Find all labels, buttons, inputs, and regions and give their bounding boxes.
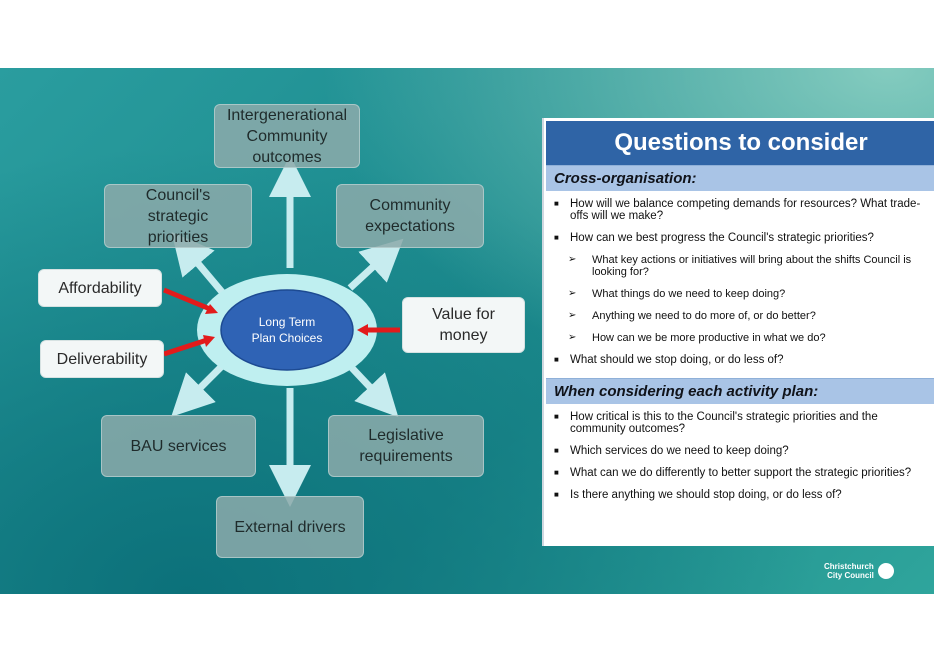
logo-text: Christchurch City Council (824, 562, 874, 580)
red-arrowhead-affordability (205, 304, 218, 314)
node-legislative: Legislative requirements (328, 415, 484, 477)
section-heading-activity-plan: When considering each activity plan: (546, 378, 934, 404)
list-item: ■Is there anything we should stop doing,… (554, 489, 842, 501)
list-subitem: ➢Anything we need to do more of, or do b… (568, 310, 816, 322)
list-item: ■What can we do differently to better su… (554, 467, 912, 479)
node-intergenerational: Intergenerational Community outcomes (214, 104, 360, 168)
cross-organisation-list: ■How will we balance competing demands f… (544, 191, 934, 378)
node-community-expectations: Community expectations (336, 184, 484, 248)
arrow-bullet-icon: ➢ (568, 332, 577, 343)
square-bullet-icon: ■ (554, 355, 559, 364)
square-bullet-icon: ■ (554, 446, 559, 455)
questions-panel: Questions to consider Cross-organisation… (542, 118, 934, 546)
node-value-for-money: Value for money (402, 297, 525, 353)
list-item: ■What should we stop doing, or do less o… (554, 354, 784, 366)
list-item: ■Which services do we need to keep doing… (554, 445, 789, 457)
arrow-up-left (171, 231, 225, 295)
panel-title: Questions to consider (546, 121, 934, 165)
node-strategic-priorities: Council's strategic priorities (104, 184, 252, 248)
red-arrow-affordability (163, 287, 211, 312)
node-external-drivers: External drivers (216, 496, 364, 558)
center-label: Long Term Plan Choices (251, 315, 323, 345)
list-subitem: ➢How can we be more productive in what w… (568, 332, 826, 344)
square-bullet-icon: ■ (554, 490, 559, 499)
activity-plan-list: ■How critical is this to the Council's s… (544, 404, 934, 513)
hub-core (220, 289, 354, 371)
node-bau-services: BAU services (101, 415, 256, 477)
square-bullet-icon: ■ (554, 233, 559, 242)
list-item: ■How critical is this to the Council's s… (554, 411, 878, 435)
list-subitem: ➢What things do we need to keep doing? (568, 288, 786, 300)
list-item: ■How can we best progress the Council's … (554, 232, 874, 244)
red-arrowhead-deliverability (203, 335, 215, 347)
red-arrowhead-value (357, 324, 368, 336)
slide: Long Term Plan Choices Intergenerational… (0, 68, 934, 594)
arrow-bullet-icon: ➢ (568, 310, 577, 321)
diagram-arrows (163, 155, 404, 507)
council-logo: Christchurch City Council (824, 560, 908, 582)
list-item: ■How will we balance competing demands f… (554, 198, 921, 222)
section-heading-cross-organisation: Cross-organisation: (546, 165, 934, 191)
square-bullet-icon: ■ (554, 412, 559, 421)
arrow-bullet-icon: ➢ (568, 288, 577, 299)
list-subitem: ➢What key actions or initiatives will br… (568, 254, 912, 278)
arrow-down-left (171, 363, 225, 417)
square-bullet-icon: ■ (554, 199, 559, 208)
square-bullet-icon: ■ (554, 468, 559, 477)
arrow-bullet-icon: ➢ (568, 254, 577, 265)
node-deliverability: Deliverability (40, 340, 164, 378)
node-affordability: Affordability (38, 269, 162, 307)
arrow-up-right (347, 238, 404, 291)
council-leaf-icon (877, 563, 894, 579)
arrow-down-right (349, 365, 399, 418)
red-arrow-deliverability (163, 337, 208, 357)
